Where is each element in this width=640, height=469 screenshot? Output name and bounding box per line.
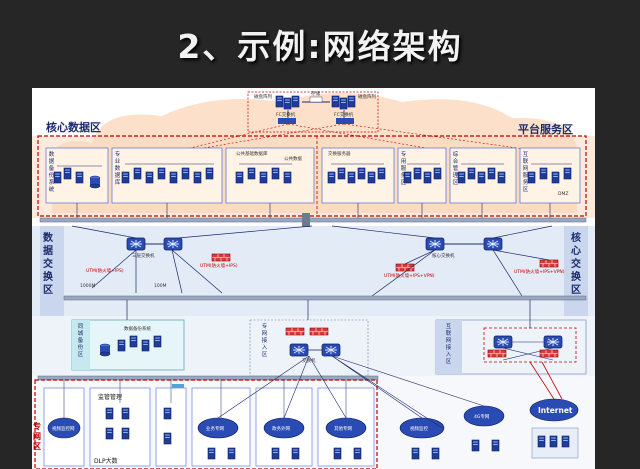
tri-switch-label: 三层交换机 [132,254,155,259]
internet-label: Internet [538,406,573,415]
public-base-db-label: 公共基础数据库 [236,152,268,157]
dlp-label: DLP大数 [94,458,118,465]
utm-right1-label: UTM(防火墙+IPS+VPN) [384,274,435,279]
dmz-label: DMZ [558,192,569,197]
zone-label-core-data: 核心数据区 [46,121,101,134]
diagram-canvas [32,91,595,469]
top-link-label: 存储 [311,92,320,97]
special-service-label: 专用服务区 [400,152,407,186]
network-diagram: 核心数据区 平台服务区 数据交换区 核心交换区 同城备份区 专网接入区 互联网接… [32,88,595,469]
link-1000-label: 1000M [80,284,96,289]
slide-title: 2、示例:网络架构 [177,27,463,66]
top-cluster-a-label: 磁盘阵列 [254,95,272,100]
utm-left-label: UTM(防火墙+IPS) [200,264,238,269]
node-c-label: 其他专网 [334,427,352,432]
zone-label-city-backup: 同城备份区 [77,324,84,358]
zone-label-dedicated-access: 专网接入区 [261,324,268,358]
backup-system-label: 数据备份系统 [124,327,151,332]
fc-switch-b-label: FC交换机 [334,113,354,118]
data-backup-label: 数据备份系统 [48,152,55,193]
public-data-label: 公共数据 [284,157,302,162]
supervision-label: 监管管理 [98,394,123,401]
core-switch-label: 核心交换机 [432,254,455,259]
zone-label-platform: 平台服务区 [518,123,573,136]
zone-label-data-exchange: 数据交换区 [43,233,53,296]
zone-label-internet-access: 互联网接入区 [445,324,452,365]
link-100-label: 100M [154,284,167,289]
top-cluster-b-label: 磁盘阵列 [358,95,376,100]
professional-db-label: 专业数据库 [114,152,121,186]
node-e-label: 4G专网 [474,415,490,420]
utm-mid-label: UTM(防火墙+IPS) [86,269,124,274]
node-a-label: 业务专网 [206,427,224,432]
fc-switch-a-label: FC交换机 [276,113,296,118]
utm-right2-label: UTM(防火墙+IPS+VPN) [514,270,565,275]
node-f-label: 视频监控网 [52,427,75,432]
node-d-label: 视频监控 [410,427,428,432]
zone-label-dedicated-net: 专网区 [33,422,41,451]
internet-service-label: 互联网服务区 [522,152,529,193]
zone-label-core-exchange: 核心交换区 [571,233,581,296]
node-b-label: 政务外网 [272,427,290,432]
exchange-server-label: 交换服务器 [328,152,351,157]
exchange-switch-label: 交换机 [302,359,316,364]
integrated-mgmt-label: 综合管理区 [452,152,459,186]
